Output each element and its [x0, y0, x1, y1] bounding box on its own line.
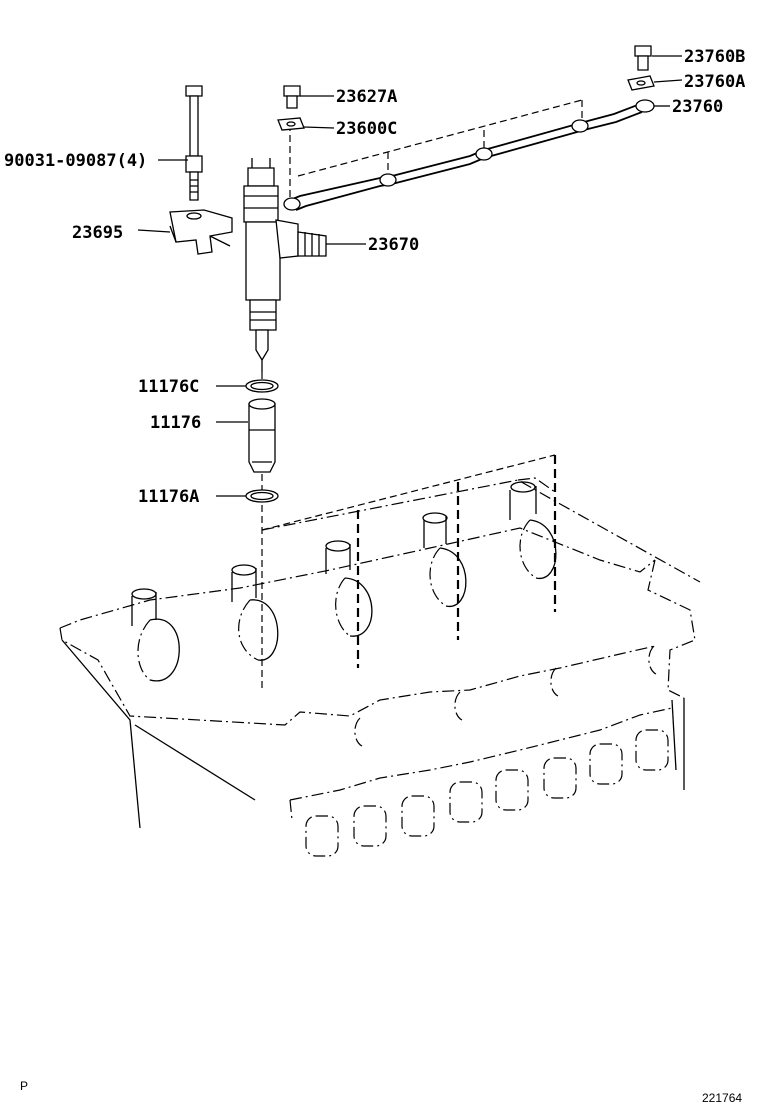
pipe-union-3	[475, 147, 493, 161]
callout-23670: 23670	[368, 235, 419, 255]
clamp-23695	[169, 209, 233, 255]
pipe-end-fitting	[635, 99, 655, 113]
gasket-23600c	[277, 117, 305, 131]
callout-23695: 23695	[72, 223, 123, 243]
pipe-union-2	[379, 173, 397, 187]
cylinder-head	[59, 454, 701, 857]
leader-lines	[137, 55, 683, 497]
intake-ports	[354, 645, 657, 747]
callout-11176: 11176	[150, 413, 201, 433]
clamp-bolt-90031	[185, 85, 203, 201]
injector-bores	[137, 519, 557, 682]
callout-23760: 23760	[672, 97, 723, 117]
exhaust-ports	[305, 729, 669, 857]
footer-mark: P	[20, 1079, 28, 1093]
bolt-23627a	[283, 85, 301, 109]
gasket-23760a	[627, 75, 655, 91]
callout-23627a: 23627A	[336, 87, 397, 107]
figure-number: 221764	[702, 1091, 742, 1105]
callout-11176a: 11176A	[138, 487, 199, 507]
bolt-23760b	[634, 45, 652, 71]
nozzle-sleeve-11176	[248, 398, 276, 473]
callout-11176c: 11176C	[138, 377, 199, 397]
pipe-union-4	[571, 119, 589, 133]
callout-90031-09087: 90031-09087(4)	[4, 151, 147, 171]
leak-off-pipe-23760	[283, 99, 655, 211]
injector-23670	[243, 158, 327, 380]
pipe-union-1	[283, 197, 301, 211]
callout-23760a: 23760A	[684, 72, 745, 92]
callout-23600c: 23600C	[336, 119, 397, 139]
camshaft-towers	[131, 481, 537, 626]
callout-23760b: 23760B	[684, 47, 745, 67]
injector-seal-stack	[245, 379, 279, 503]
